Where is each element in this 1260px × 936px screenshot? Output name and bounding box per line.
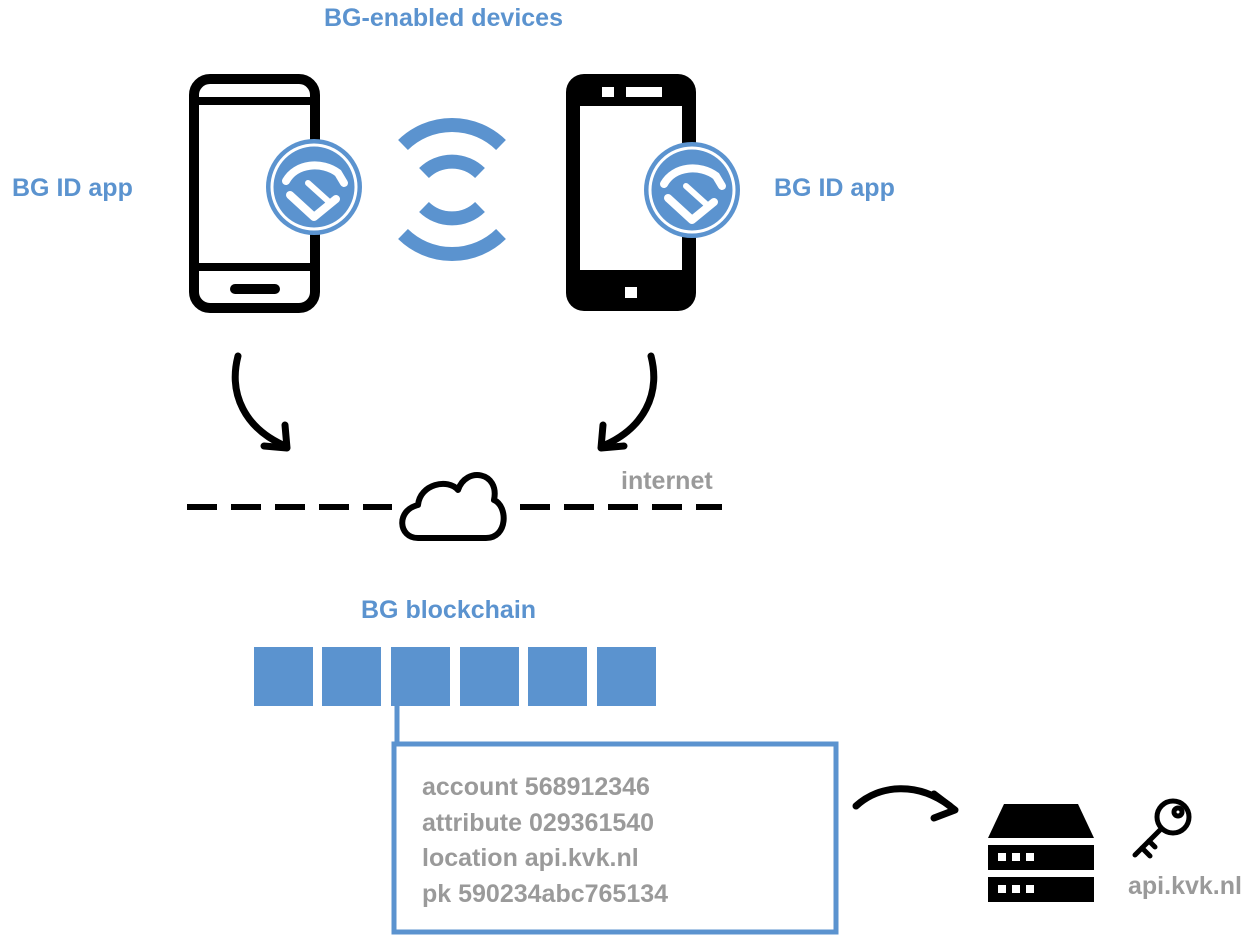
block xyxy=(528,647,587,706)
block xyxy=(597,647,656,706)
block-record-line: pk 590234abc765134 xyxy=(422,879,669,908)
handshake-badge-icon xyxy=(266,139,362,235)
diagram-title: BG-enabled devices xyxy=(324,4,563,32)
blockchain-blocks xyxy=(254,647,656,706)
block-record-line: location api.kvk.nl xyxy=(422,844,639,872)
blockchain-label: BG blockchain xyxy=(361,596,537,624)
block-record: account 568912346 attribute 029361540 lo… xyxy=(422,770,668,912)
wireless-signal-icon xyxy=(398,117,506,262)
block-record-line: attribute 029361540 xyxy=(422,808,655,837)
handshake-badge-icon xyxy=(644,142,740,238)
block xyxy=(322,647,381,706)
block-detail-callout xyxy=(391,700,839,935)
network-label: internet xyxy=(621,467,713,495)
curved-arrow-icon xyxy=(597,352,658,452)
curved-arrow-icon xyxy=(852,785,959,822)
left-app-label: BG ID app xyxy=(12,174,133,202)
key-icon xyxy=(1132,798,1192,859)
cloud-icon xyxy=(399,472,507,541)
block xyxy=(254,647,313,706)
curved-arrow-icon xyxy=(231,352,291,452)
block xyxy=(391,647,450,706)
server-icon xyxy=(988,804,1094,902)
server-label: api.kvk.nl xyxy=(1128,872,1242,900)
right-app-label: BG ID app xyxy=(774,174,895,202)
block xyxy=(460,647,519,706)
block-record-line: account 568912346 xyxy=(422,773,650,801)
